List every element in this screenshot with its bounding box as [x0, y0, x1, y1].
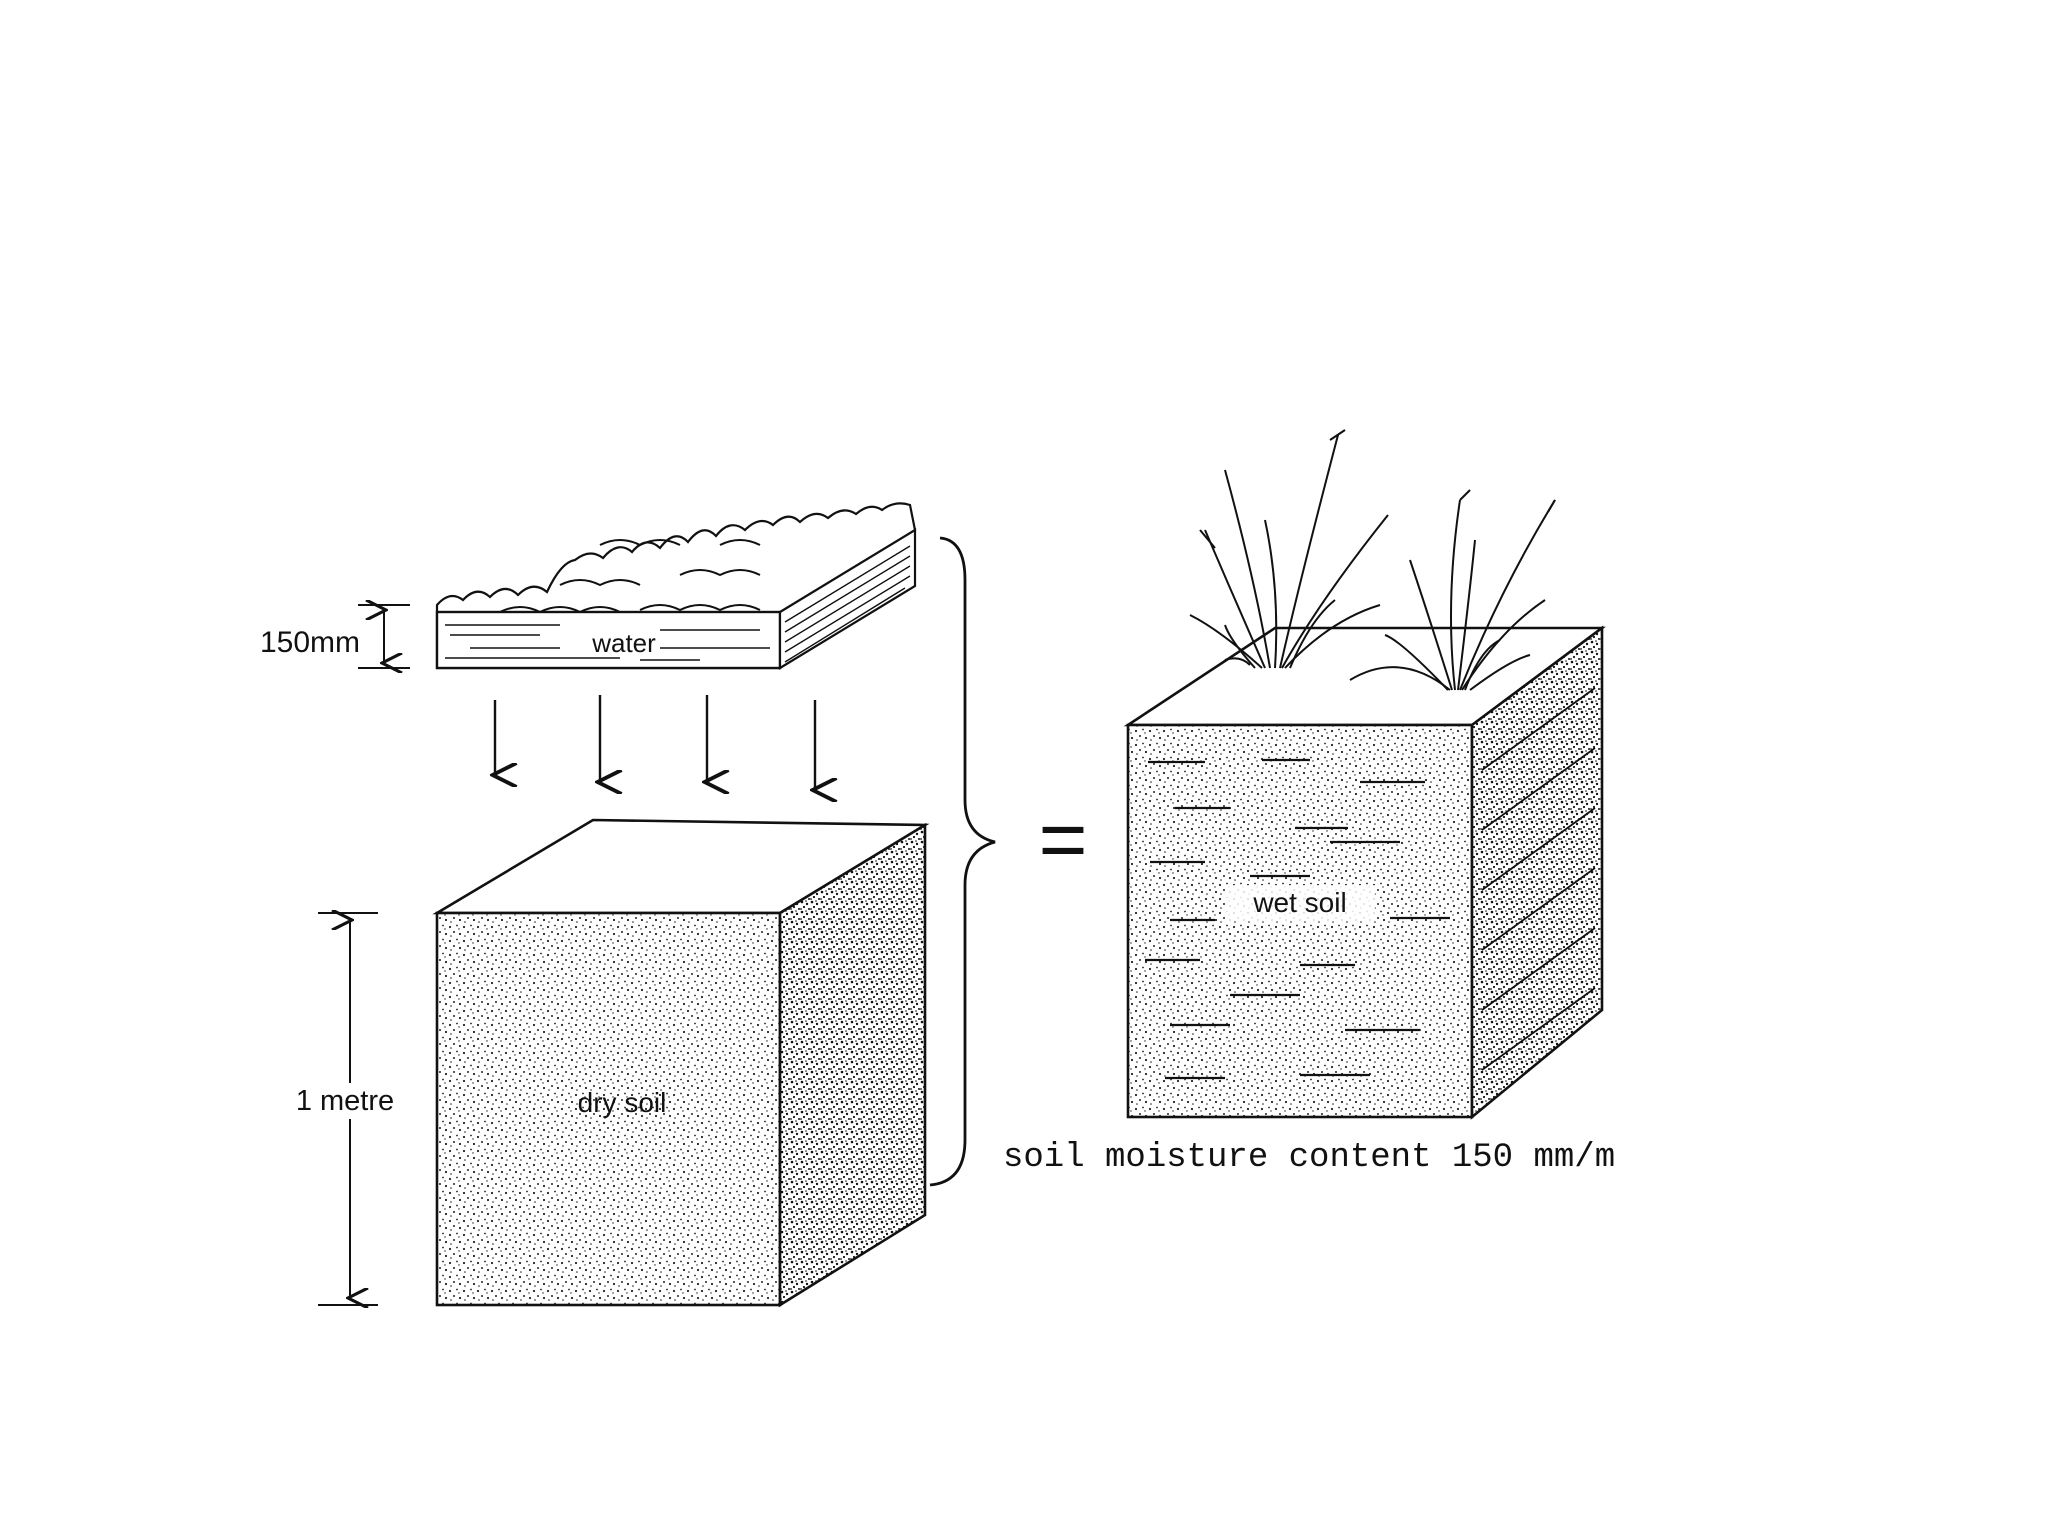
wet-soil-cube — [1123, 625, 1606, 1120]
soil-depth-label: 1 metre — [296, 1085, 394, 1117]
dry-soil-label: dry soil — [578, 1087, 667, 1118]
grass-icon — [1349, 489, 1556, 691]
grass-icon — [1189, 429, 1389, 669]
wet-soil-label: wet soil — [1252, 887, 1346, 918]
water-label: water — [591, 628, 656, 658]
caption: soil moisture content 150 mm/m — [1003, 1139, 1615, 1177]
dry-soil-cube — [432, 818, 930, 1308]
water-slab — [435, 502, 917, 670]
water-depth-dimension — [358, 605, 410, 668]
water-depth-label: 150mm — [260, 626, 360, 659]
equals-sign: = — [1038, 792, 1087, 886]
curly-brace — [929, 536, 996, 1187]
infiltration-arrows — [495, 695, 815, 790]
